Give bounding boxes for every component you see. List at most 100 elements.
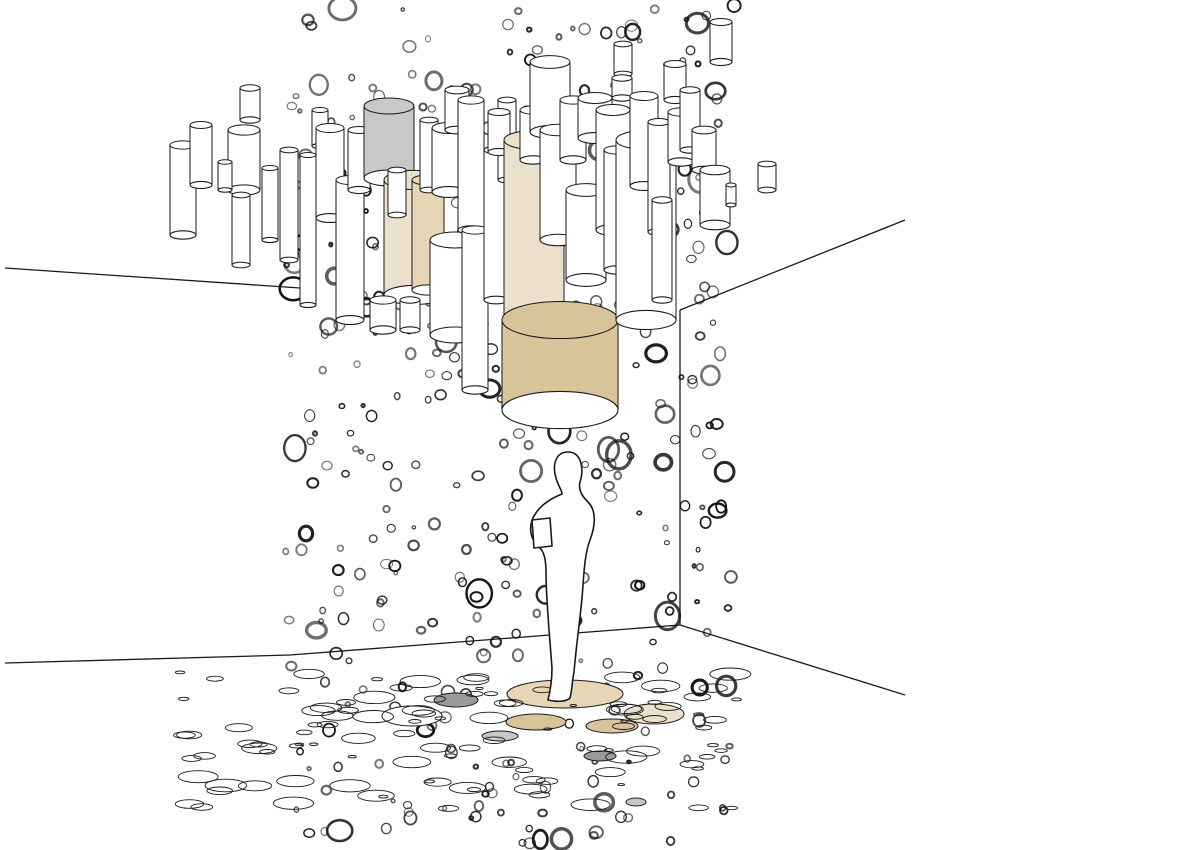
cylinder-bottom	[169, 230, 197, 240]
cylinder-top	[611, 74, 633, 82]
cylinder-body	[299, 154, 317, 306]
floor-spot	[399, 674, 441, 689]
bubble-icon	[481, 790, 490, 798]
bubble-icon	[393, 391, 401, 401]
bubble-icon	[296, 747, 305, 756]
floor-spot	[296, 729, 313, 736]
floor-spot	[336, 699, 356, 706]
bubble-icon	[354, 567, 366, 581]
back-floor-edge	[289, 624, 681, 656]
bubble-icon	[709, 418, 724, 430]
bubble-icon	[700, 364, 721, 387]
cylinder-pendant-icon	[299, 151, 317, 309]
cylinder-bottom	[699, 219, 731, 231]
floor-spot	[731, 697, 742, 702]
bubble-icon	[407, 539, 420, 552]
bubble-icon	[348, 73, 356, 82]
floor-spot	[543, 727, 553, 731]
bubble-icon	[632, 362, 640, 369]
bubble-icon	[714, 346, 727, 362]
cylinder-bottom	[347, 185, 371, 195]
bubble-icon	[506, 48, 514, 56]
bubble-icon	[600, 26, 613, 40]
bubble-icon	[400, 7, 405, 12]
right-ceiling-edge	[679, 219, 906, 311]
cylinder-body	[217, 161, 233, 191]
bubble-icon	[622, 812, 634, 823]
left-ceiling-edge	[4, 267, 301, 289]
bubble-icon	[502, 18, 514, 31]
cylinder-top	[757, 160, 777, 168]
bubble-icon	[366, 453, 376, 462]
cylinder-top	[651, 196, 673, 204]
floor-spot	[408, 719, 422, 724]
cylinder-top	[679, 86, 701, 94]
bubble-icon	[704, 81, 727, 101]
bubble-icon	[709, 319, 717, 326]
bubble-icon	[306, 477, 320, 489]
bubble-icon	[624, 19, 639, 32]
cylinder-top	[239, 84, 261, 92]
bubble-icon	[444, 745, 458, 760]
floor-spot	[341, 732, 376, 744]
bubble-icon	[411, 525, 417, 530]
bubble-icon	[424, 369, 435, 378]
cylinder-pendant-icon	[757, 160, 777, 194]
floor-spot	[272, 796, 315, 810]
bubble-icon	[425, 35, 431, 43]
bubble-icon	[713, 460, 736, 483]
cylinder-body	[261, 167, 279, 241]
floor-spot	[693, 712, 705, 717]
bubble-icon	[525, 824, 533, 833]
floor-spot	[475, 686, 484, 690]
bubble-icon	[676, 187, 685, 195]
bubble-icon	[476, 648, 492, 664]
bubble-icon	[699, 515, 712, 529]
bubble-icon	[382, 504, 391, 514]
bubble-icon	[525, 26, 533, 33]
cylinder-bottom	[189, 180, 213, 190]
floor-spot	[594, 767, 626, 778]
bubble-icon	[374, 758, 385, 769]
bubble-icon	[687, 378, 698, 389]
cylinder-pendant-icon	[239, 84, 261, 124]
bubble-icon	[501, 580, 511, 590]
cylinder-bottom	[335, 314, 365, 326]
floor-spot	[309, 742, 319, 747]
cylinder-pendant-icon	[231, 191, 251, 269]
bubble-icon	[297, 108, 303, 114]
floor-spot	[357, 789, 395, 802]
floor-spot	[483, 691, 499, 697]
bubble-icon	[726, 0, 742, 13]
bubble-icon	[707, 502, 728, 519]
bubble-icon	[683, 16, 690, 23]
cylinder-top	[577, 92, 613, 104]
cylinder-top	[725, 182, 737, 188]
bubble-icon	[491, 364, 500, 373]
bubble-icon	[441, 805, 448, 812]
bubble-icon	[630, 579, 643, 592]
cylinder-body	[363, 105, 415, 179]
bubble-icon	[411, 460, 421, 470]
floor-spot	[714, 748, 728, 753]
cylinder-body	[699, 169, 731, 226]
bubble-icon	[465, 635, 475, 646]
floor-spot	[448, 781, 487, 794]
bubble-icon	[590, 607, 598, 615]
bubble-icon	[322, 722, 336, 738]
bubble-icon	[487, 532, 497, 542]
cylinder-body	[457, 99, 485, 231]
bubble-icon	[469, 83, 482, 96]
cylinder-body	[757, 163, 777, 191]
bubble-icon	[318, 618, 324, 625]
floor-spot	[625, 797, 647, 807]
floor-spot	[725, 805, 738, 811]
bubble-icon	[319, 317, 339, 336]
floor-spot	[237, 780, 273, 792]
floor-spot	[316, 720, 339, 729]
floor-spot	[278, 687, 300, 695]
cylinder-top	[363, 97, 415, 115]
bubble-icon	[397, 681, 408, 693]
cylinder-body	[651, 199, 673, 301]
floor-spot	[695, 724, 713, 731]
